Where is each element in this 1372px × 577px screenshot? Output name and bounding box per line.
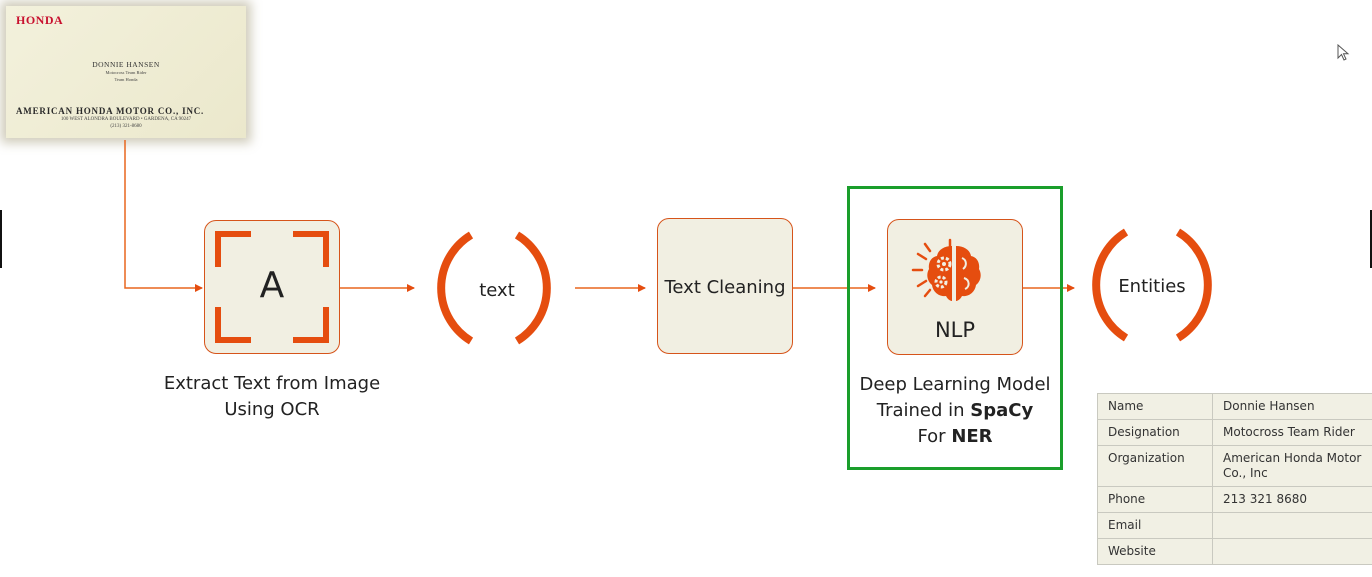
- ocr-caption: Extract Text from Image Using OCR: [150, 371, 394, 423]
- entity-key: Email: [1097, 512, 1213, 539]
- mouse-cursor-icon: [1337, 44, 1350, 61]
- nlp-label: NLP: [934, 318, 976, 342]
- table-row: Phone 213 321 8680: [1097, 486, 1372, 513]
- ocr-glyph: A: [259, 265, 285, 306]
- arrow-card-to-ocr: [124, 140, 203, 292]
- card-name: DONNIE HANSEN: [92, 60, 160, 69]
- entity-key: Phone: [1097, 486, 1213, 513]
- nlp-highlight-frame: [847, 186, 1063, 470]
- nlp-caption-line2: Trained in SpaCy: [852, 398, 1058, 424]
- entity-key: Website: [1097, 538, 1213, 565]
- card-title-line2: Team Honda: [114, 77, 138, 82]
- nlp-caption-line2-prefix: Trained in: [876, 400, 965, 421]
- entity-value: Motocross Team Rider: [1212, 419, 1372, 446]
- card-phone: (213) 321-8680: [110, 124, 142, 129]
- card-address: 100 WEST ALONDRA BOULEVARD • GARDENA, CA…: [60, 117, 192, 122]
- entities-label: Entities: [1118, 276, 1186, 297]
- entities-table: Name Donnie Hansen Designation Motocross…: [1097, 393, 1372, 565]
- text-left-paren: [437, 231, 474, 345]
- card-title-line1: Motocross Team Rider: [105, 70, 147, 75]
- table-row: Designation Motocross Team Rider: [1097, 419, 1372, 446]
- ocr-caption-line2: Using OCR: [224, 399, 320, 420]
- entity-value: Donnie Hansen: [1212, 393, 1372, 420]
- text-node-label: text: [479, 280, 515, 301]
- scan-corner-top-right: [293, 231, 329, 267]
- table-row: Name Donnie Hansen: [1097, 393, 1372, 420]
- entity-value: [1212, 512, 1372, 539]
- scan-corner-bottom-right: [293, 307, 329, 343]
- nlp-caption-spacy: SpaCy: [970, 400, 1034, 421]
- entity-value: [1212, 538, 1372, 565]
- ocr-caption-line1: Extract Text from Image: [163, 373, 381, 394]
- slide-edge-left: [0, 210, 2, 268]
- entity-key: Name: [1097, 393, 1213, 420]
- brain-gears-icon: [911, 238, 981, 301]
- card-brand: HONDA: [16, 13, 64, 27]
- table-row: Email: [1097, 512, 1372, 539]
- entity-key: Designation: [1097, 419, 1213, 446]
- nlp-caption-line3-prefix: For: [917, 426, 946, 447]
- scan-corner-top-left: [215, 231, 251, 267]
- entity-value: American Honda Motor Co., Inc: [1212, 445, 1372, 487]
- scan-corner-bottom-left: [215, 307, 251, 343]
- text-cleaning-label: Text Cleaning: [664, 277, 786, 298]
- table-row: Organization American Honda Motor Co., I…: [1097, 445, 1372, 487]
- nlp-caption-line3: For NER: [852, 424, 1058, 450]
- nlp-caption-line1: Deep Learning Model: [859, 374, 1051, 395]
- text-right-paren: [514, 231, 551, 345]
- table-row: Website: [1097, 538, 1372, 565]
- entity-key: Organization: [1097, 445, 1213, 487]
- card-company: AMERICAN HONDA MOTOR CO., INC.: [16, 106, 205, 116]
- slide-edge-right: [1370, 210, 1372, 268]
- business-card-image: HONDA DONNIE HANSEN Motocross Team Rider…: [6, 6, 246, 138]
- nlp-step-box: NLP: [887, 219, 1023, 355]
- text-cleaning-box: Text Cleaning: [657, 218, 793, 354]
- entities-right-paren: [1175, 228, 1212, 342]
- nlp-caption-ner: NER: [951, 426, 993, 447]
- nlp-caption: Deep Learning Model Trained in SpaCy For…: [852, 372, 1058, 450]
- ocr-step-box: A: [204, 220, 340, 354]
- entity-value: 213 321 8680: [1212, 486, 1372, 513]
- entities-left-paren: [1092, 228, 1129, 342]
